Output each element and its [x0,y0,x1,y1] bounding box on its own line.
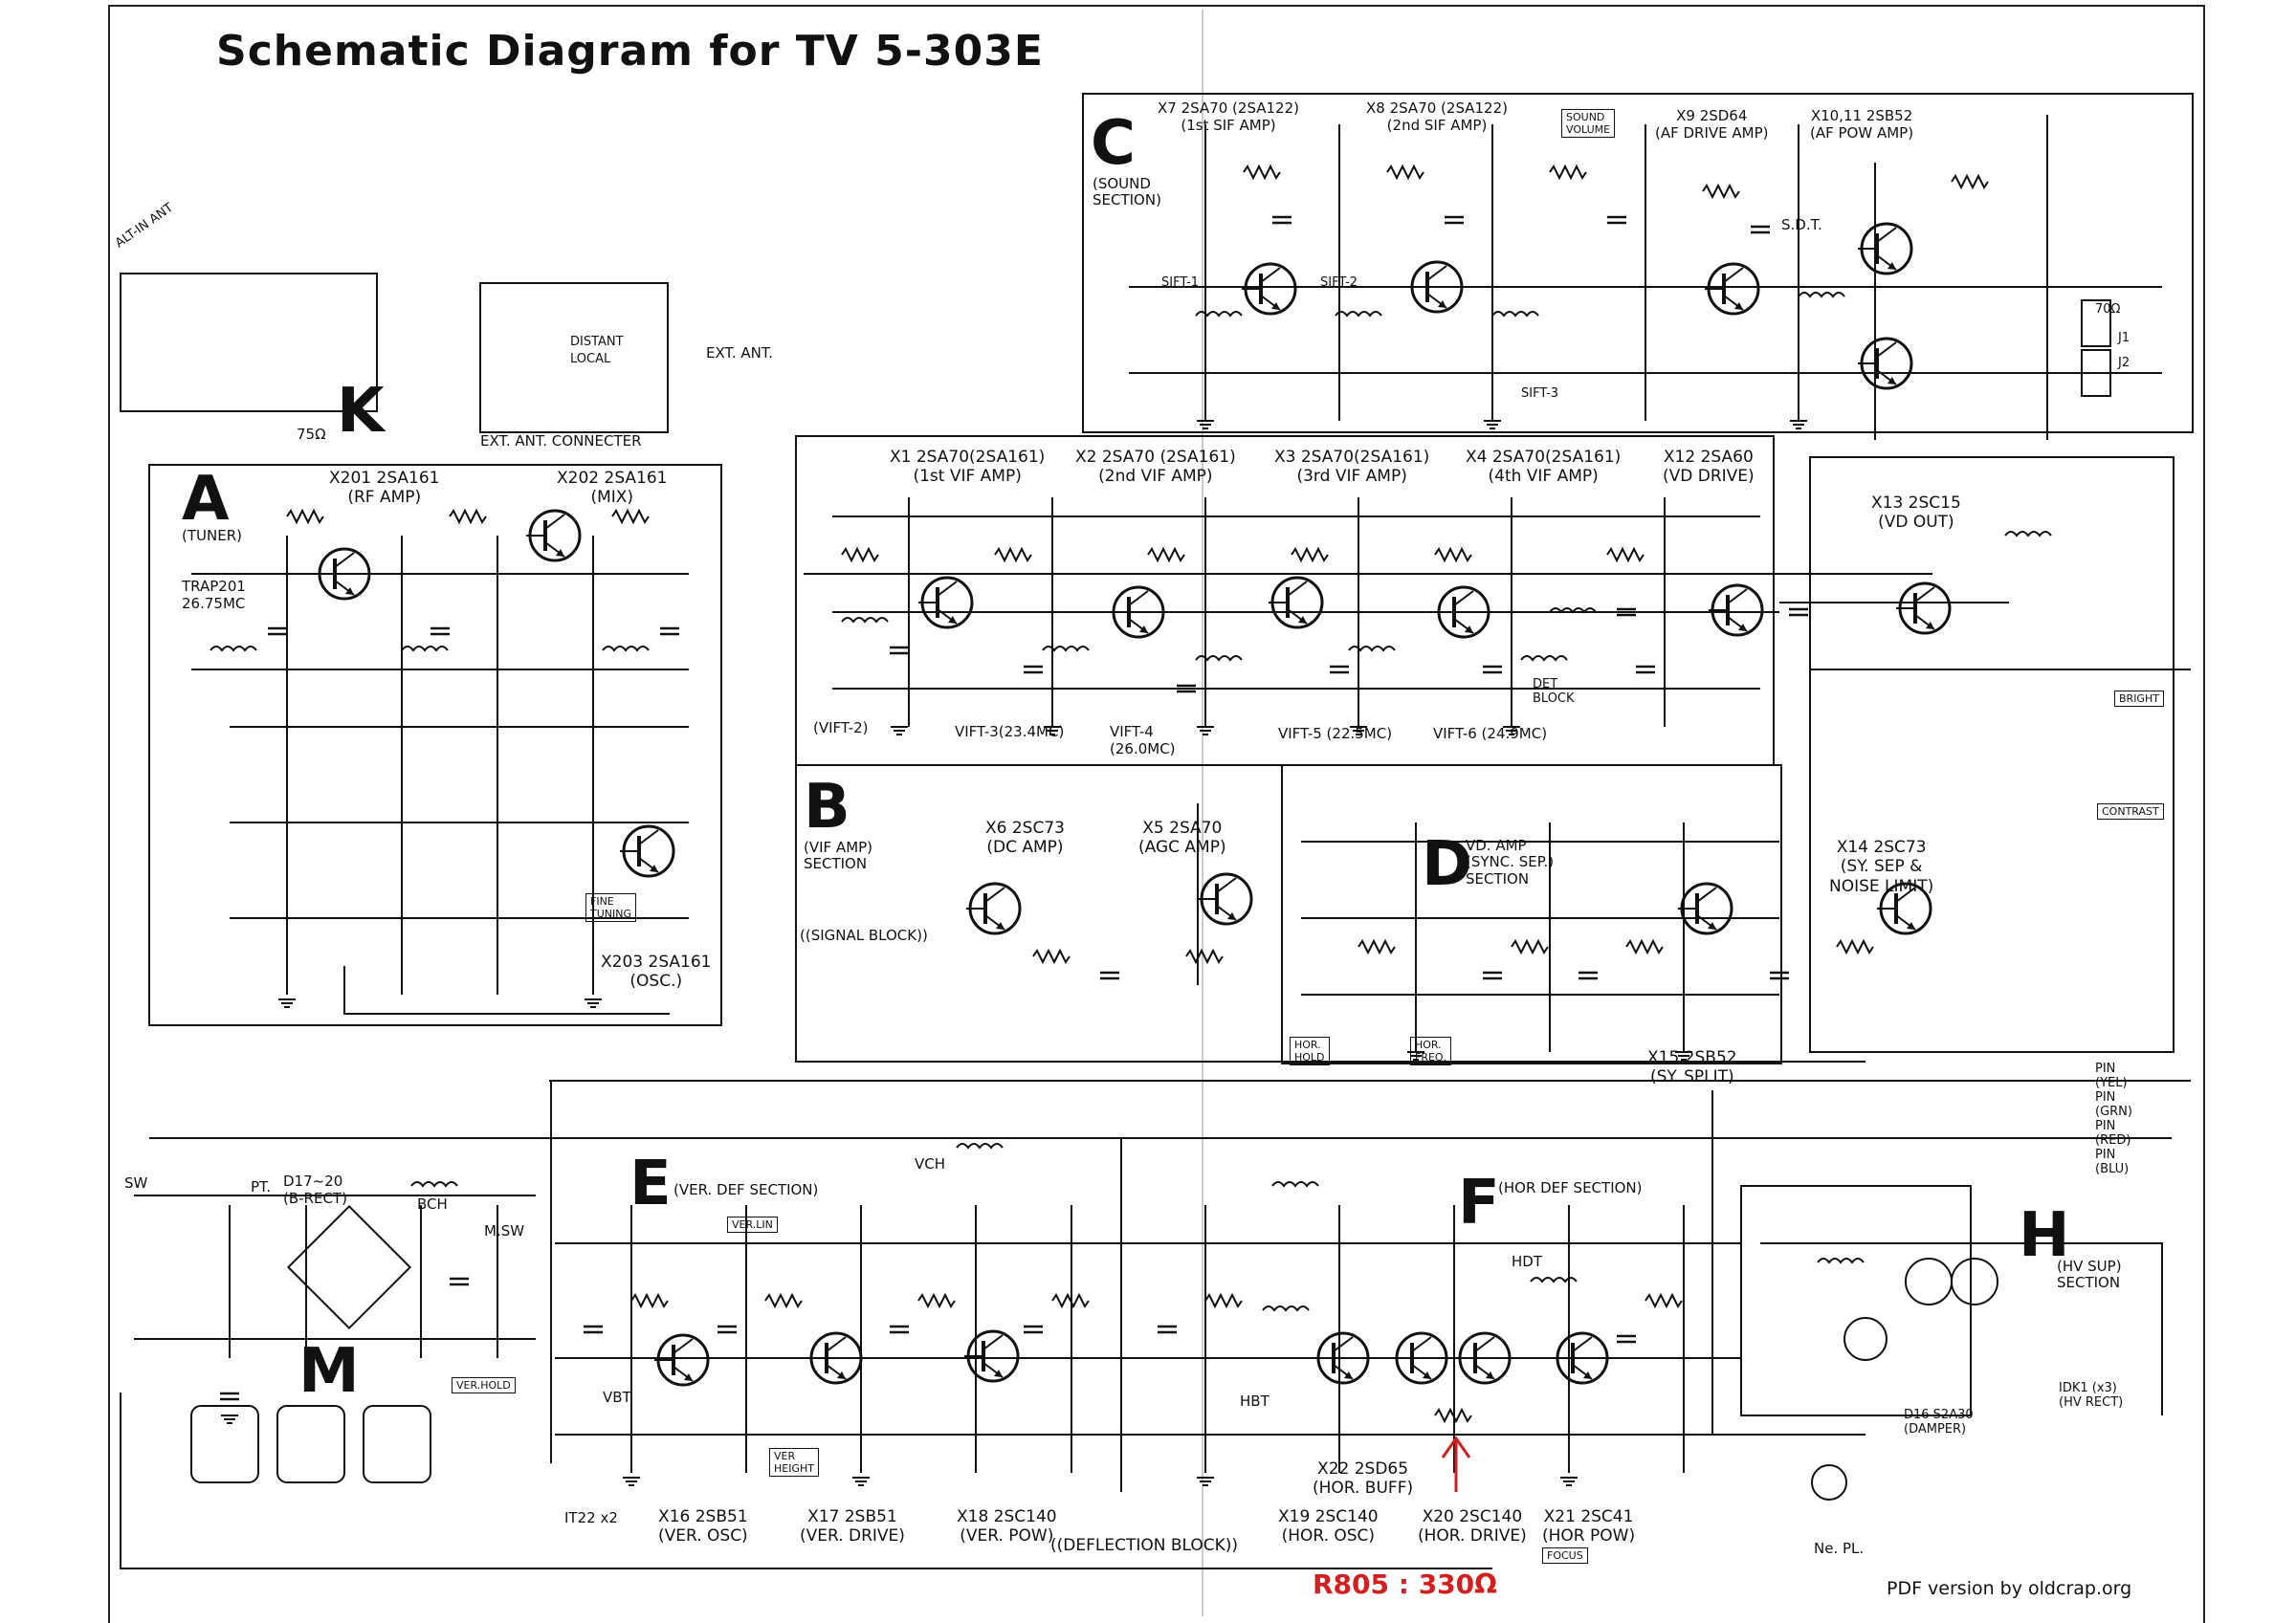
pin-grn-label: PIN (GRN) [2095,1090,2132,1119]
pdf-credit: PDF version by oldcrap.org [1887,1578,2132,1599]
sw-label: SW [124,1174,148,1192]
transistor-label-x3: X3 2SA70(2SA161) (3rd VIF AMP) [1274,448,1430,487]
fine-tuning-label: FINE TUNING [585,893,636,922]
transistor-label-x14: X14 2SC73 (SY. SEP & NOISE LIMIT) [1829,838,1934,896]
det-block-label: DET BLOCK [1533,677,1575,706]
deflection-block-label: ((DEFLECTION BLOCK)) [1050,1536,1239,1555]
transistor-label-x201: X201 2SA161 (RF AMP) [329,469,440,508]
section-letter-m: M [298,1336,360,1407]
section-label-h: (HV SUP) SECTION [2057,1258,2122,1292]
transistor-label-x12: X12 2SA60 (VD DRIVE) [1663,448,1755,487]
sift2-label: SIFT-2 [1320,275,1358,290]
vbt-label: VBT [603,1389,631,1406]
hor-hold-label: HOR. HOLD [1290,1037,1330,1065]
section-label-k: 75Ω [297,426,326,443]
pin-red-label: PIN (RED) [2095,1119,2131,1148]
section-letter-f: F [1458,1168,1500,1239]
vift6-label: VIFT-6 (24.9MC) [1433,725,1548,742]
section-letter-c: C [1091,108,1136,179]
section-label-f: (HOR DEF SECTION) [1498,1179,1643,1196]
transistor-label-x13: X13 2SC15 (VD OUT) [1871,493,1961,533]
it22x2-label: IT22 x2 [564,1509,618,1526]
section-letter-e: E [629,1149,672,1219]
transistor-label-x9: X9 2SD64 (AF DRIVE AMP) [1655,107,1769,142]
sdt-label: S.D.T. [1781,216,1822,233]
vift2-label: (VIFT-2) [813,719,869,736]
msw-label: M.SW [484,1222,525,1239]
vch-label: VCH [915,1155,946,1173]
distant-label: DISTANT [570,335,624,349]
sift1-label: SIFT-1 [1161,275,1200,290]
transistor-label-x6: X6 2SC73 (DC AMP) [985,819,1065,858]
ext-connecter-label: EXT. ANT. CONNECTER [480,432,642,450]
ext-ant-label: EXT. ANT. [706,344,774,362]
transistor-label-x15: X15 2SB52 (SY. SPLIT) [1647,1048,1737,1087]
d16-label: D16 S2A30 (DAMPER) [1904,1408,1974,1437]
hdt-label: HDT [1512,1253,1542,1270]
section-letter-d: D [1422,829,1473,900]
contrast-label: CONTRAST [2097,803,2164,820]
transistor-label-x18: X18 2SC140 (VER. POW) [957,1507,1057,1546]
ne-pl-label: Ne. PL. [1814,1540,1865,1557]
j1-label: J1 [2118,331,2130,345]
j2-label: J2 [2118,356,2130,370]
transistor-label-x2: X2 2SA70 (2SA161) (2nd VIF AMP) [1075,448,1236,487]
idk1-label: IDK1 (x3) (HV RECT) [2059,1381,2124,1410]
trap-label: TRAP201 26.75MC [182,578,246,612]
transistor-label-x17: X17 2SB51 (VER. DRIVE) [800,1507,905,1546]
diagram-title: Schematic Diagram for TV 5-303E [216,27,1044,76]
section-sub-b: ((SIGNAL BLOCK)) [800,927,928,944]
sound-volume-label: SOUND VOLUME [1561,109,1616,138]
focus-label: FOCUS [1542,1547,1588,1564]
transistor-label-x16: X16 2SB51 (VER. OSC) [658,1507,748,1546]
section-label-d: VD. AMP (SYNC. SEP.) SECTION [1466,837,1555,888]
transistor-label-x4: X4 2SA70(2SA161) (4th VIF AMP) [1466,448,1622,487]
transistor-label-x1011: X10,11 2SB52 (AF POW AMP) [1810,107,1914,142]
transistor-label-x22: X22 2SD65 (HOR. BUFF) [1313,1459,1414,1499]
bch-label: BCH [417,1195,448,1213]
section-letter-a: A [182,464,230,535]
vift3-label: VIFT-3(23.4MC) [955,723,1065,740]
ver-hold-label: VER.HOLD [452,1377,516,1393]
seventy-ohm-label: 70Ω [2095,302,2121,317]
pin-blu-label: PIN (BLU) [2095,1148,2130,1176]
d1720-label: D17~20 (B-RECT) [283,1173,347,1207]
hor-freq-label: HOR. FREQ. [1410,1037,1452,1065]
section-label-b: (VIF AMP) SECTION [804,839,873,873]
section-letter-b: B [804,772,850,843]
sift3-label: SIFT-3 [1521,386,1559,401]
transistor-label-x202: X202 2SA161 (MIX) [557,469,668,508]
transistor-label-x5: X5 2SA70 (AGC AMP) [1138,819,1226,858]
transistor-label-x8: X8 2SA70 (2SA122) (2nd SIF AMP) [1366,99,1508,134]
transistor-label-x203: X203 2SA161 (OSC.) [601,953,712,992]
transistor-label-x21: X21 2SC41 (HOR POW) [1542,1507,1636,1546]
section-label-e: (VER. DEF SECTION) [673,1181,819,1198]
hbt-label: HBT [1240,1393,1269,1410]
ver-lin-label: VER.LIN [727,1217,778,1233]
section-letter-k: K [337,376,385,447]
local-label: LOCAL [570,352,611,366]
bright-label: BRIGHT [2114,691,2164,707]
vift5-label: VIFT-5 (22.5MC) [1278,725,1393,742]
section-label-a: (TUNER) [182,527,242,544]
pt-label: PT. [251,1178,272,1195]
vift4-label: VIFT-4 (26.0MC) [1110,723,1176,757]
transistor-label-x7: X7 2SA70 (2SA122) (1st SIF AMP) [1158,99,1299,134]
transistor-label-x20: X20 2SC140 (HOR. DRIVE) [1418,1507,1527,1546]
section-label-c: (SOUND SECTION) [1093,175,1161,209]
ver-height-label: VER HEIGHT [769,1448,819,1477]
pin-yel-label: PIN (YEL) [2095,1062,2128,1090]
section-letter-h: H [2019,1200,2070,1271]
transistor-label-x1: X1 2SA70(2SA161) (1st VIF AMP) [890,448,1046,487]
transistor-label-x19: X19 2SC140 (HOR. OSC) [1278,1507,1379,1546]
resistor-annotation: R805 : 330Ω [1313,1568,1497,1600]
